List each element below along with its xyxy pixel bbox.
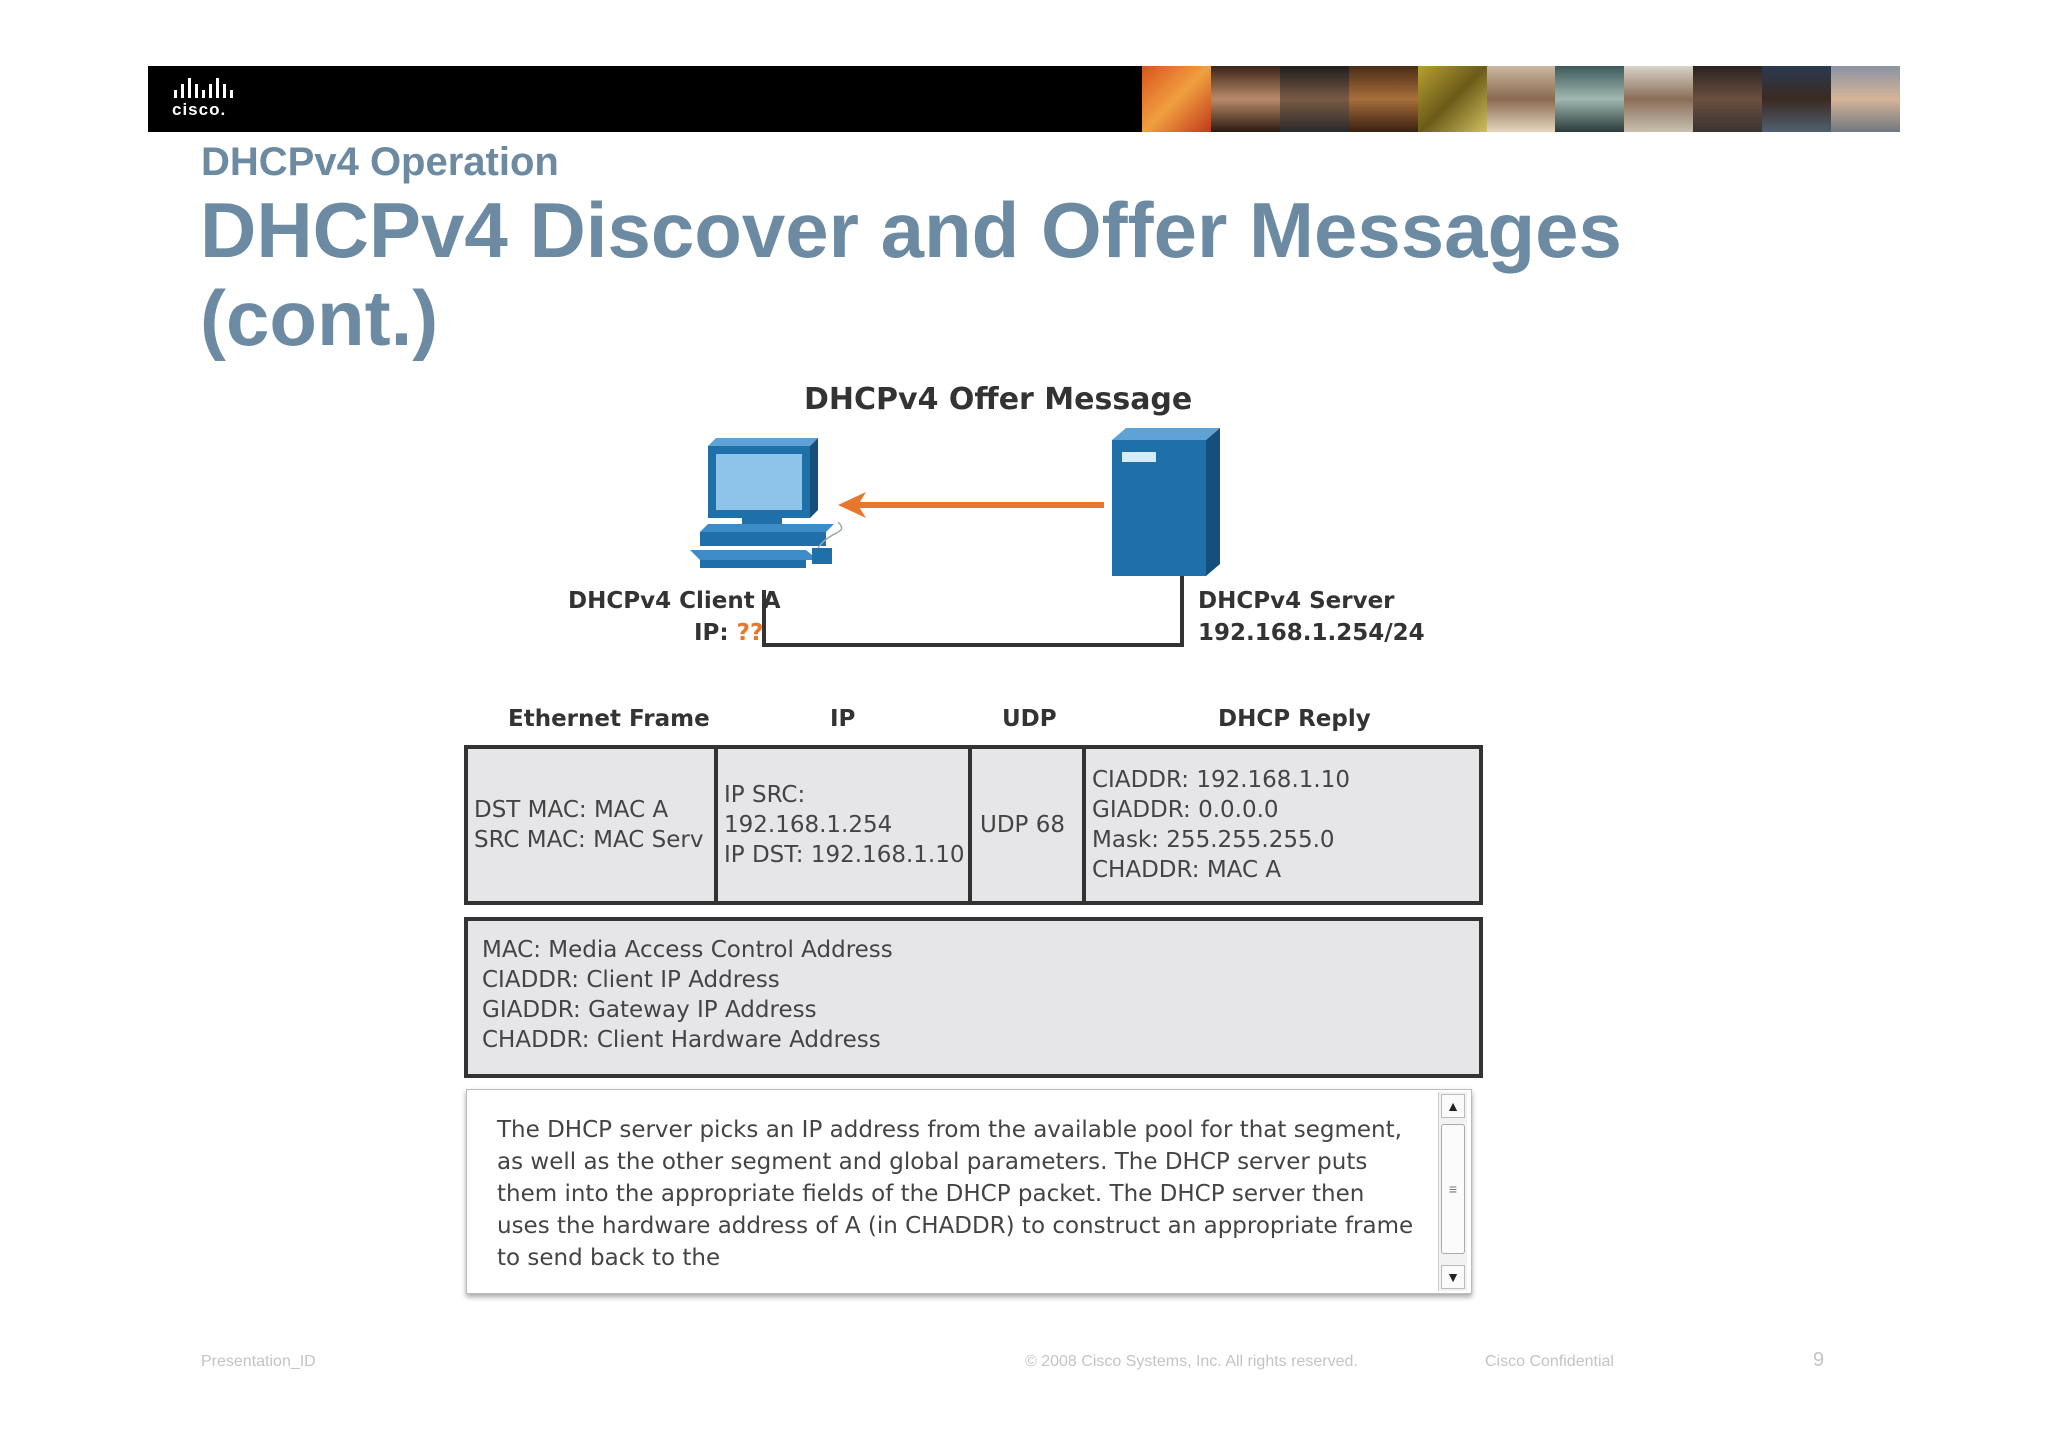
mask: Mask: 255.255.255.0 (1092, 825, 1479, 855)
server-ip-label: 192.168.1.254/24 (1198, 620, 1425, 646)
network-cable (764, 572, 1182, 645)
vertical-scrollbar[interactable]: ▲ ≡ ▼ (1438, 1092, 1467, 1291)
ip-src: IP SRC: 192.168.1.254 (724, 780, 968, 840)
ip-dst: IP DST: 192.168.1.10 (724, 840, 968, 870)
ciaddr: CIADDR: 192.168.1.10 (1092, 765, 1479, 795)
legend-item: GIADDR: Gateway IP Address (482, 995, 1465, 1025)
client-ip-label: IP: ?? (694, 620, 763, 646)
client-ip-prefix: IP: (694, 620, 737, 646)
header-ethernet-frame: Ethernet Frame (508, 706, 710, 732)
header-dhcp-reply: DHCP Reply (1218, 706, 1371, 732)
abbreviation-legend: MAC: Media Access Control Address CIADDR… (464, 917, 1483, 1078)
udp-cell: UDP 68 (972, 749, 1086, 901)
client-name: DHCPv4 Client A (568, 588, 781, 614)
legend-item: CIADDR: Client IP Address (482, 965, 1465, 995)
client-ip-value: ?? (737, 620, 764, 646)
banner-photo-strip (1142, 66, 1900, 132)
legend-item: MAC: Media Access Control Address (482, 935, 1465, 965)
header-ip: IP (830, 706, 855, 732)
cisco-logo: cisco. (172, 78, 233, 120)
header-udp: UDP (1002, 706, 1057, 732)
dst-mac: DST MAC: MAC A (474, 795, 714, 825)
logo-text: cisco. (172, 100, 233, 120)
server-label: DHCPv4 Server (1198, 588, 1395, 614)
ethernet-cell: DST MAC: MAC A SRC MAC: MAC Serv (468, 749, 718, 901)
page-number: 9 (1813, 1349, 1824, 1372)
chaddr: CHADDR: MAC A (1092, 855, 1479, 885)
client-pc-icon (690, 438, 842, 568)
server-icon (1112, 428, 1220, 576)
offer-arrow (838, 492, 1104, 518)
header-banner: cisco. (148, 66, 1900, 132)
footer-confidential: Cisco Confidential (1485, 1353, 1614, 1371)
legend-item: CHADDR: Client Hardware Address (482, 1025, 1465, 1055)
scroll-down-button[interactable]: ▼ (1441, 1265, 1465, 1289)
diagram-title: DHCPv4 Offer Message (804, 382, 1192, 417)
footer-copyright: © 2008 Cisco Systems, Inc. All rights re… (1025, 1353, 1358, 1371)
description-text: The DHCP server picks an IP address from… (497, 1114, 1417, 1274)
slide-title: DHCPv4 Discover and Offer Messages (cont… (200, 186, 1700, 362)
scroll-up-button[interactable]: ▲ (1441, 1094, 1465, 1118)
packet-frame: DST MAC: MAC A SRC MAC: MAC Serv IP SRC:… (464, 745, 1483, 905)
scroll-thumb[interactable]: ≡ (1441, 1124, 1465, 1254)
client-label: DHCPv4 Client A (568, 588, 781, 614)
udp-port: UDP 68 (980, 810, 1082, 840)
footer-presentation-id: Presentation_ID (201, 1353, 316, 1371)
dhcp-cell: CIADDR: 192.168.1.10 GIADDR: 0.0.0.0 Mas… (1086, 749, 1479, 901)
giaddr: GIADDR: 0.0.0.0 (1092, 795, 1479, 825)
src-mac: SRC MAC: MAC Serv (474, 825, 714, 855)
ip-cell: IP SRC: 192.168.1.254 IP DST: 192.168.1.… (718, 749, 972, 901)
slide-kicker: DHCPv4 Operation (201, 140, 559, 185)
description-panel[interactable]: The DHCP server picks an IP address from… (466, 1089, 1472, 1294)
